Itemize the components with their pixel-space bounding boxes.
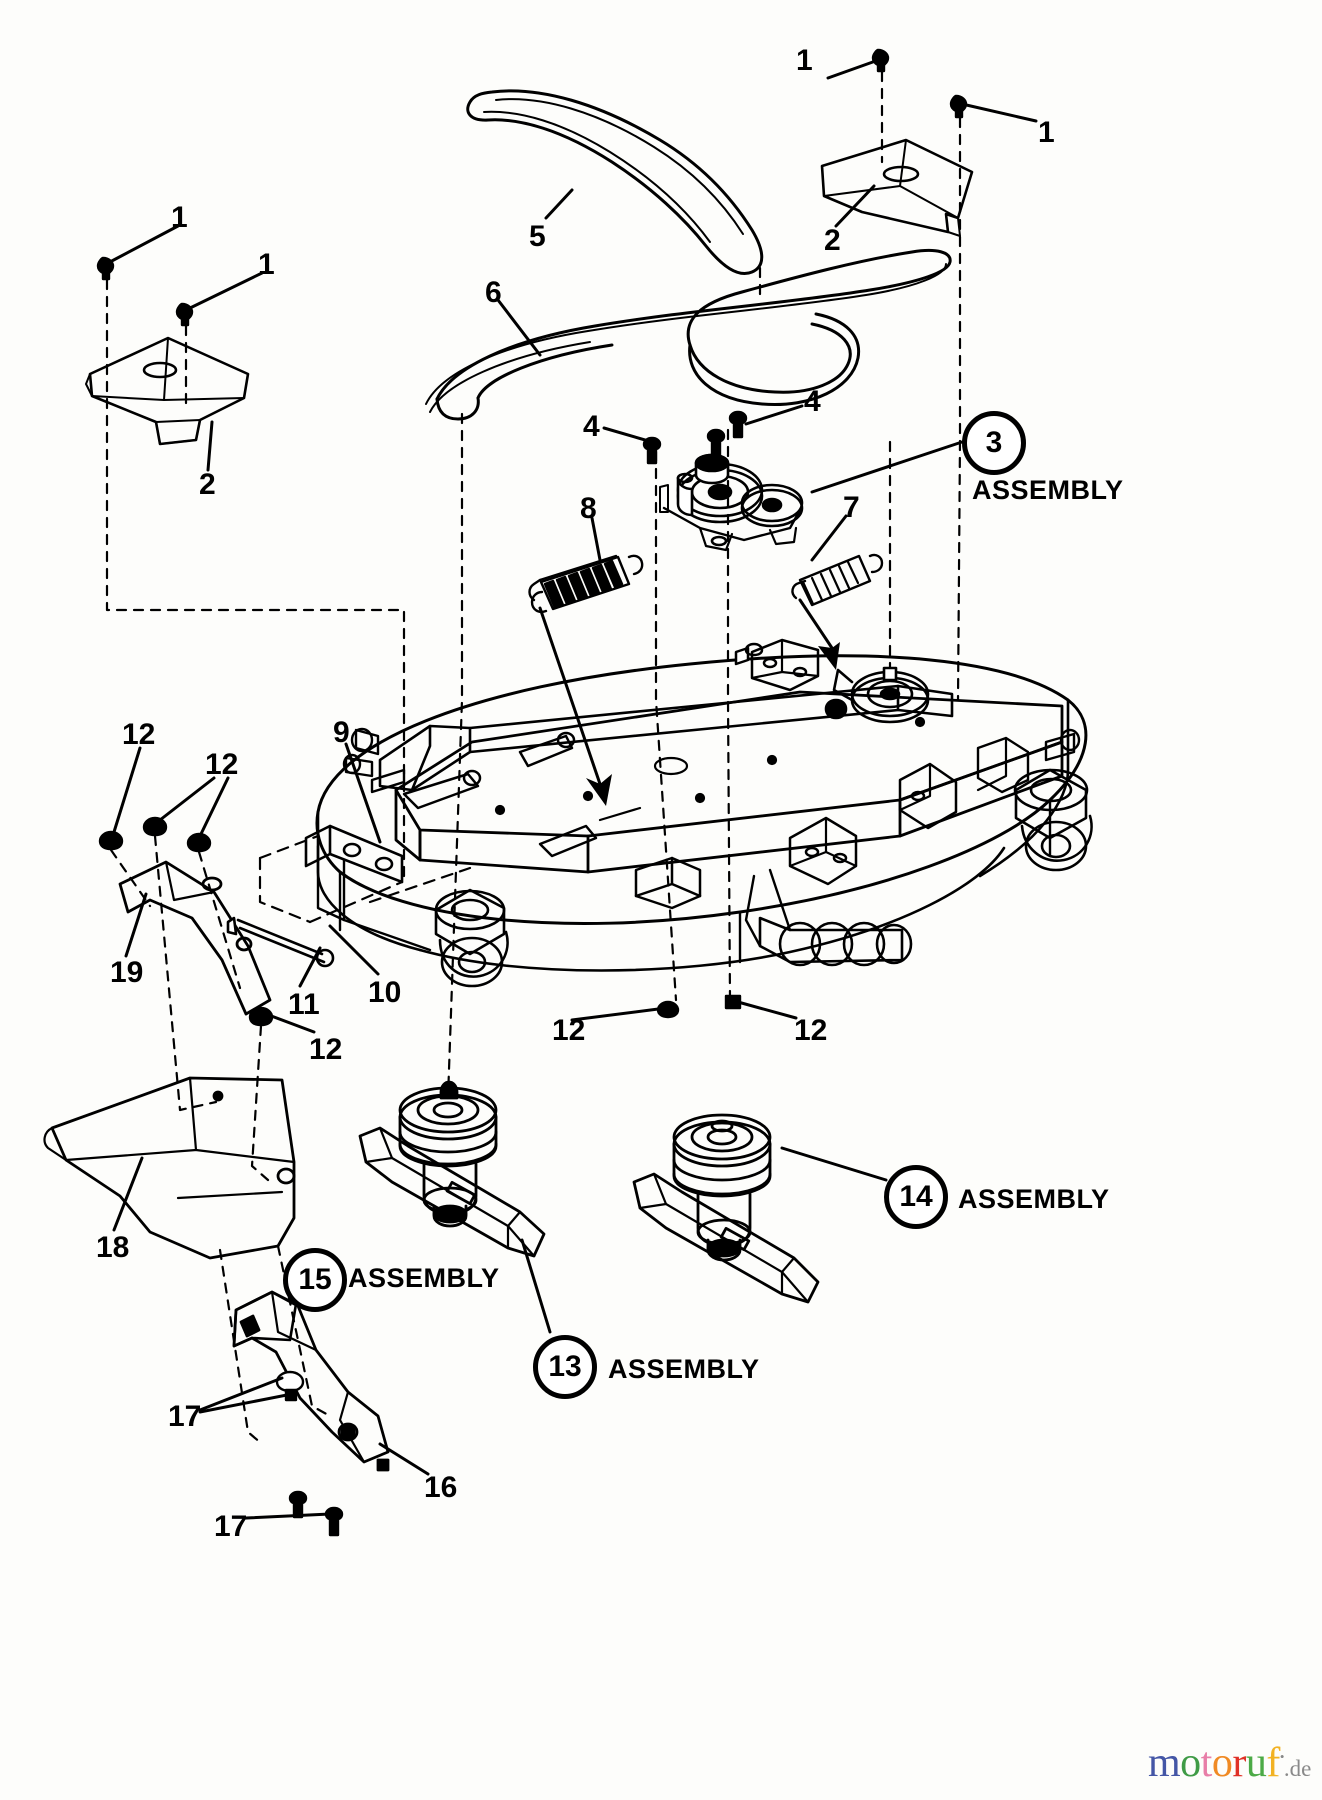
part-spring-left (528, 554, 644, 614)
part-deflector-shield-18 (43, 1076, 296, 1260)
callout-12-d: 12 (552, 1014, 586, 1047)
callout-8-spring: 8 (580, 492, 597, 525)
part-idler-pulley-assembly (659, 453, 804, 552)
motoruf-watermark: motoruf•.de (1148, 1742, 1311, 1784)
part-caster-wheel-left (434, 888, 509, 988)
leader-lines (106, 56, 1038, 1520)
watermark-letter-f: f (1266, 1740, 1280, 1786)
callout-12-a: 12 (122, 718, 156, 751)
callout-6-belt: 6 (485, 276, 502, 309)
callout-11-pin: 11 (288, 988, 320, 1021)
bolt-12-dash-lines (109, 834, 270, 1182)
deck-center-bracket (634, 856, 702, 910)
part-bracket-assembly-15 (232, 1290, 298, 1348)
deck-right-hardware (976, 728, 1081, 794)
part-drive-belt-long (425, 248, 952, 421)
callout-12-e: 12 (794, 1014, 828, 1047)
part-mower-deck (315, 654, 1088, 972)
part-anti-scalp-rollers (744, 868, 913, 967)
part-deck-arm-bracket-19 (118, 860, 272, 1016)
callout-4-left: 4 (583, 410, 600, 443)
watermark-letter-u: u (1245, 1740, 1267, 1786)
callout-10-rod: 10 (368, 976, 402, 1009)
callout-18-deflector: 18 (96, 1231, 130, 1264)
callout-16-bracket: 16 (424, 1471, 458, 1504)
deck-hinge-arms (402, 731, 642, 858)
callout-9-bracket: 9 (333, 716, 350, 749)
assembly-circle-13: 13 (533, 1335, 597, 1399)
assembly-circle-3: 3 (962, 411, 1026, 475)
assembly-label-13: ASSEMBLY (608, 1354, 760, 1384)
watermark-letter-m: m (1148, 1740, 1181, 1786)
deck-holes (494, 716, 926, 816)
callout-1-left-a: 1 (171, 201, 188, 234)
part-spring-right (791, 553, 884, 607)
assembly-circle-14: 14 (884, 1165, 948, 1229)
assembly-label-14: ASSEMBLY (958, 1184, 1110, 1214)
watermark-dot: • (1279, 1749, 1285, 1764)
part-blade-spindle-left (358, 1080, 546, 1258)
part-link-rod-10 (226, 916, 335, 968)
assembly-label-3: ASSEMBLY (972, 475, 1124, 505)
part-belt-cover-left (85, 336, 250, 446)
callout-7-spring: 7 (843, 491, 860, 524)
watermark-letter-o1: o (1180, 1740, 1201, 1786)
callout-17-b: 17 (214, 1510, 248, 1543)
callout-2-right: 2 (824, 224, 841, 257)
spring-8-arrow (538, 606, 612, 806)
callout-19-arm: 19 (110, 956, 144, 989)
part-drive-belt-short (466, 89, 764, 275)
hidden-frame-dashed (258, 834, 472, 924)
deck-front-hangers (788, 762, 958, 886)
callout-2-left: 2 (199, 468, 216, 501)
watermark-letter-t: t (1200, 1740, 1213, 1786)
deck-mounted-pulley (824, 666, 930, 724)
watermark-letter-o2: o (1211, 1740, 1233, 1786)
callout-4-right: 4 (804, 385, 821, 418)
part-blade-spindle-right (632, 1113, 820, 1304)
callout-1-left-b: 1 (258, 248, 275, 281)
callout-17-a: 17 (168, 1400, 202, 1433)
part-caster-wheel-right (1013, 768, 1093, 872)
part-bolt-4-group (642, 410, 748, 465)
watermark-letter-r: r (1232, 1740, 1246, 1786)
spring-7-arrow (798, 598, 840, 670)
assembly-circle-15: 15 (283, 1248, 347, 1312)
watermark-tld: .de (1283, 1756, 1312, 1781)
part-belt-cover-right (820, 138, 974, 237)
callout-1-right: 1 (1038, 116, 1055, 149)
callout-12-c: 12 (309, 1033, 343, 1066)
part-mounting-bracket-16 (232, 1290, 390, 1472)
assembly-dash-lines (105, 70, 962, 1100)
callout-12-b: 12 (205, 748, 239, 781)
part-bolt-12-group (98, 816, 742, 1027)
deck-spring-bracket (734, 638, 820, 692)
deck-left-hardware (342, 727, 406, 794)
callout-5-belt: 5 (529, 220, 546, 253)
assembly-label-15: ASSEMBLY (348, 1263, 500, 1293)
callout-1-top-right: 1 (796, 44, 813, 77)
